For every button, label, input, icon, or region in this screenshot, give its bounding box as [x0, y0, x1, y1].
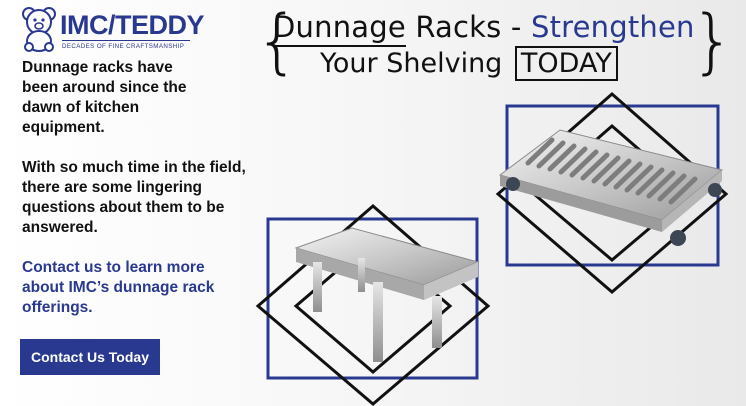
- intro-paragraph: Dunnage racks have been around since the…: [22, 58, 202, 138]
- detail-paragraph-text: With so much time in the field, there ar…: [22, 159, 246, 236]
- slotted-dunnage-rack-image: [498, 129, 724, 246]
- bottom-rack-frame: [255, 204, 491, 406]
- headline: { Dunnage Racks - Strengthen Your Shelvi…: [255, 4, 735, 84]
- intro-paragraph-text: Dunnage racks have been around since the…: [22, 59, 187, 136]
- right-brace-icon: }: [690, 0, 735, 82]
- contact-us-button[interactable]: Contact Us Today: [20, 339, 160, 375]
- left-brace-icon: {: [255, 0, 300, 82]
- headline-line-2-text: Your Shelving: [320, 48, 503, 79]
- contact-paragraph: Contact us to learn more about IMC’s dun…: [22, 258, 222, 318]
- headline-middle-text: Racks -: [405, 10, 531, 44]
- imc-teddy-logo[interactable]: IMC/TEDDY DECADES OF FINE CRAFTSMANSHIP: [20, 6, 205, 52]
- logo-brand-text: IMC/TEDDY: [60, 10, 205, 40]
- detail-paragraph: With so much time in the field, there ar…: [22, 158, 262, 238]
- logo-divider: [62, 40, 190, 41]
- teddy-bear-icon: [22, 7, 56, 52]
- headline-today-box: TODAY: [514, 46, 618, 81]
- logo-tagline: DECADES OF FINE CRAFTSMANSHIP: [62, 43, 185, 50]
- headline-accent-word: Strengthen: [530, 10, 695, 44]
- top-rack-frame: [495, 92, 729, 294]
- headline-underlined-word: Dunnage: [273, 10, 406, 47]
- headline-line-1: Dunnage Racks - Strengthen: [273, 10, 695, 47]
- contact-paragraph-text: Contact us to learn more about IMC’s dun…: [22, 259, 215, 316]
- headline-line-2: Your Shelving TODAY: [320, 46, 618, 81]
- solid-top-dunnage-rack-image: [294, 227, 480, 362]
